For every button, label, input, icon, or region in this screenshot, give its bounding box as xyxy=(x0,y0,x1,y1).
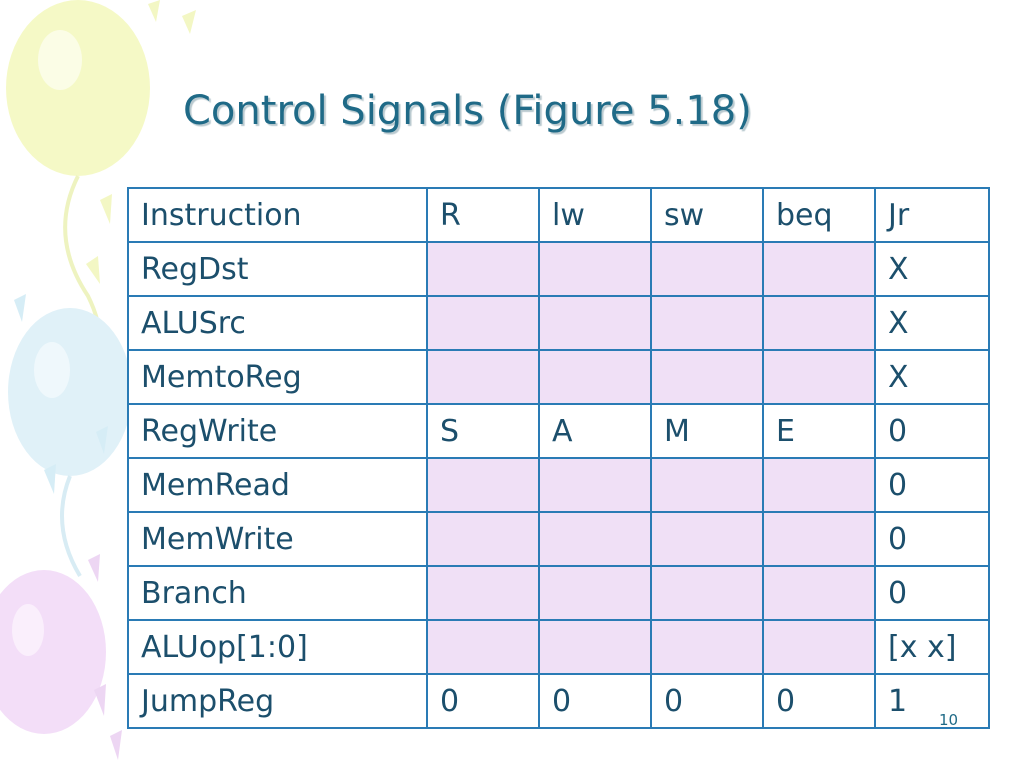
table-cell xyxy=(426,565,540,621)
table-cell xyxy=(762,241,876,297)
table-row: JumpReg 0 0 0 0 1 xyxy=(127,673,990,729)
table-cell xyxy=(762,511,876,567)
table-cell xyxy=(762,457,876,513)
table-row: ALUop[1:0] [x x] xyxy=(127,619,990,675)
table-cell: 0 xyxy=(762,673,876,729)
table-cell xyxy=(538,565,652,621)
table-cell: 0 xyxy=(650,673,764,729)
signal-name: RegWrite xyxy=(127,403,428,459)
table-cell xyxy=(650,349,764,405)
signal-name: Branch xyxy=(127,565,428,621)
header-cell: R xyxy=(426,187,540,243)
table-cell: 0 xyxy=(538,673,652,729)
table-cell xyxy=(426,619,540,675)
table-cell: S xyxy=(426,403,540,459)
table-cell: 0 xyxy=(874,565,990,621)
table-cell: E xyxy=(762,403,876,459)
signal-name: JumpReg xyxy=(127,673,428,729)
table-cell: X xyxy=(874,241,990,297)
blue-confetti xyxy=(14,294,108,494)
table-cell: M xyxy=(650,403,764,459)
table-cell xyxy=(650,565,764,621)
table-row: ALUSrc X xyxy=(127,295,990,351)
page-number: 10 xyxy=(939,711,959,729)
header-cell: Jr xyxy=(874,187,990,243)
table-cell xyxy=(538,241,652,297)
slide-title: Control Signals (Figure 5.18) xyxy=(183,88,752,134)
table-cell xyxy=(538,457,652,513)
table-cell xyxy=(538,349,652,405)
signal-name: RegDst xyxy=(127,241,428,297)
table-cell xyxy=(538,295,652,351)
table-row: RegDst X xyxy=(127,241,990,297)
header-cell: beq xyxy=(762,187,876,243)
table-cell xyxy=(426,349,540,405)
signal-name: MemWrite xyxy=(127,511,428,567)
header-cell: Instruction xyxy=(127,187,428,243)
table-cell: 0 xyxy=(426,673,540,729)
table-cell xyxy=(650,457,764,513)
table-cell xyxy=(762,619,876,675)
table-cell xyxy=(762,565,876,621)
table-cell xyxy=(650,241,764,297)
table-cell xyxy=(762,295,876,351)
table-cell: X xyxy=(874,349,990,405)
header-cell: lw xyxy=(538,187,652,243)
table-cell xyxy=(538,511,652,567)
signal-name: MemtoReg xyxy=(127,349,428,405)
table-cell xyxy=(426,457,540,513)
table-header-row: Instruction R lw sw beq Jr xyxy=(127,187,990,243)
table-cell xyxy=(650,511,764,567)
table-cell: 1 xyxy=(874,673,990,729)
table-cell xyxy=(426,241,540,297)
table-cell: 0 xyxy=(874,457,990,513)
table-row: RegWrite S A M E 0 xyxy=(127,403,990,459)
table-row: Branch 0 xyxy=(127,565,990,621)
table-cell: A xyxy=(538,403,652,459)
table-cell: 0 xyxy=(874,403,990,459)
control-signals-table: Instruction R lw sw beq Jr RegDst X ALUS… xyxy=(127,187,990,729)
table-cell xyxy=(426,295,540,351)
table-cell xyxy=(650,619,764,675)
table-cell: [x x] xyxy=(874,619,990,675)
table-cell: 0 xyxy=(874,511,990,567)
table-row: MemRead 0 xyxy=(127,457,990,513)
signal-name: ALUop[1:0] xyxy=(127,619,428,675)
table-cell xyxy=(762,349,876,405)
table-cell xyxy=(650,295,764,351)
blue-balloon xyxy=(8,308,132,578)
header-cell: sw xyxy=(650,187,764,243)
table-row: MemWrite 0 xyxy=(127,511,990,567)
table-cell xyxy=(426,511,540,567)
signal-name: ALUSrc xyxy=(127,295,428,351)
yellow-confetti xyxy=(86,0,196,284)
purple-confetti xyxy=(88,554,122,760)
purple-balloon xyxy=(0,570,106,734)
table-cell: X xyxy=(874,295,990,351)
table-cell xyxy=(538,619,652,675)
signal-name: MemRead xyxy=(127,457,428,513)
table-row: MemtoReg X xyxy=(127,349,990,405)
